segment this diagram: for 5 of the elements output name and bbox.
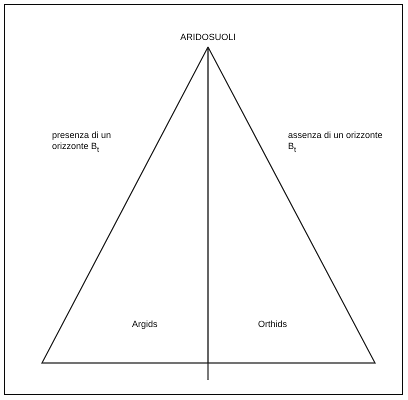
side-note: assenza di un orizzonte B$_{t}$ (288, 130, 383, 155)
diagram-title: ARIDOSUOLI (179, 32, 237, 42)
side-note: presenza di un orizzonte B$_{t}$ (52, 130, 112, 155)
node-label: Argids (132, 319, 158, 329)
node-label: Orthids (258, 319, 288, 329)
